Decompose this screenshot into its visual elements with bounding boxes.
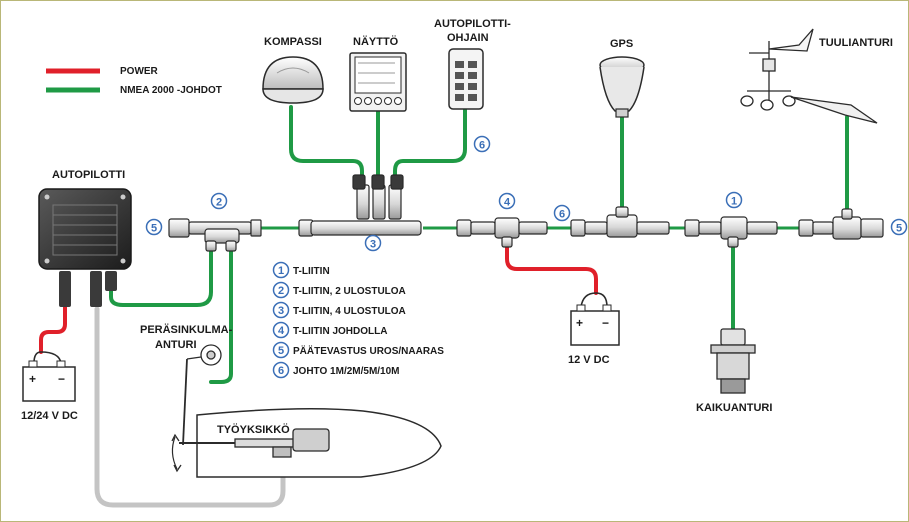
drive-unit-cable: [94, 306, 286, 508]
marker-1-bus: 1: [731, 196, 737, 208]
compass-cable: [289, 105, 364, 181]
terminator-left: [168, 218, 190, 238]
tee-four-port: [310, 220, 422, 236]
gps-label: GPS: [610, 38, 633, 50]
nmea-legend-label: NMEA 2000 -JOHDOT: [120, 85, 222, 96]
marker-3: 3: [370, 239, 376, 251]
battery-bus-minus: −: [602, 316, 609, 330]
autopilot-controller-label-2: OHJAIN: [447, 32, 489, 44]
battery-bus-icon: + −: [570, 304, 620, 346]
bus-power-cable: [505, 243, 598, 295]
wind-sensor-label: TUULIANTURI: [819, 37, 893, 49]
autopilot-controller-label-1: AUTOPILOTTI-: [434, 18, 511, 30]
battery-main-minus: −: [58, 372, 65, 386]
rudder-sensor-label-2: ANTURI: [155, 339, 197, 351]
compass-label: KOMPASSI: [264, 36, 322, 48]
marker-5-left: 5: [151, 223, 157, 235]
key-num-4: 4: [278, 325, 285, 337]
rudder-sensor-label-1: PERÄSINKULMA-: [140, 323, 233, 336]
legend: POWER NMEA 2000 -JOHDOT: [46, 66, 222, 96]
tee-wind: [832, 216, 862, 240]
backbone-connectors: [168, 174, 884, 252]
wind-sensor-icon: [740, 28, 878, 124]
key-num-6: 6: [278, 365, 284, 377]
controller-cable: [393, 107, 467, 181]
tee-echo: [720, 216, 748, 240]
autopilot-label: AUTOPILOTTI: [52, 169, 125, 181]
tee-two-port: [204, 228, 240, 244]
autopilot-cable: [109, 247, 213, 307]
autopilot-controller-icon: [448, 48, 484, 110]
key-text-4: T-LIITIN JOHDOLLA: [293, 326, 387, 337]
tee-with-power: [494, 217, 520, 239]
key-num-3: 3: [278, 305, 284, 317]
key-text-6: JOHTO 1M/2M/5M/10M: [293, 366, 400, 377]
key-text-1: T-LIITIN: [293, 266, 330, 277]
display-label: NÄYTTÖ: [353, 35, 399, 48]
marker-4: 4: [504, 197, 511, 209]
display-icon: [349, 52, 407, 112]
echo-sounder-label: KAIKUANTURI: [696, 402, 772, 414]
terminator-right: [860, 218, 884, 238]
power-cables: [39, 243, 598, 354]
parts-key: 1 T-LIITIN 2 T-LIITIN, 2 ULOSTULOA 3 T-L…: [272, 261, 444, 379]
battery-bus-label: 12 V DC: [568, 354, 610, 366]
nmea-drop-cables: [109, 105, 849, 384]
battery-main-label: 12/24 V DC: [21, 410, 78, 422]
echo-sounder-icon: [710, 328, 756, 394]
marker-2: 2: [216, 197, 222, 209]
tee-gps: [606, 214, 638, 238]
markers: 5 2 3 6 4 6 1 5: [145, 135, 908, 252]
drive-unit-label: TYÖYKSIKKÖ: [217, 423, 290, 436]
rudder-sensor-icon: [171, 344, 222, 473]
rudder-cable: [209, 247, 233, 384]
marker-6-top: 6: [479, 140, 485, 152]
compass-icon: [262, 56, 324, 104]
power-legend-label: POWER: [120, 66, 159, 77]
marker-5-right: 5: [896, 223, 902, 235]
key-num-1: 1: [278, 265, 284, 277]
key-num-5: 5: [278, 345, 284, 357]
battery-main-icon: + −: [22, 360, 76, 402]
autopilot-unit-icon: [38, 188, 132, 307]
marker-6-bus: 6: [559, 209, 565, 221]
autopilot-power-cable: [39, 304, 67, 354]
gps-antenna-icon: [599, 56, 645, 118]
battery-bus-plus: +: [576, 316, 583, 330]
drive-unit-icon: [179, 428, 330, 458]
battery-main-plus: +: [29, 372, 36, 386]
key-text-2: T-LIITIN, 2 ULOSTULOA: [293, 286, 406, 297]
key-text-5: PÄÄTEVASTUS UROS/NAARAS: [293, 344, 444, 357]
key-num-2: 2: [278, 285, 284, 297]
key-text-3: T-LIITIN, 4 ULOSTULOA: [293, 306, 406, 317]
